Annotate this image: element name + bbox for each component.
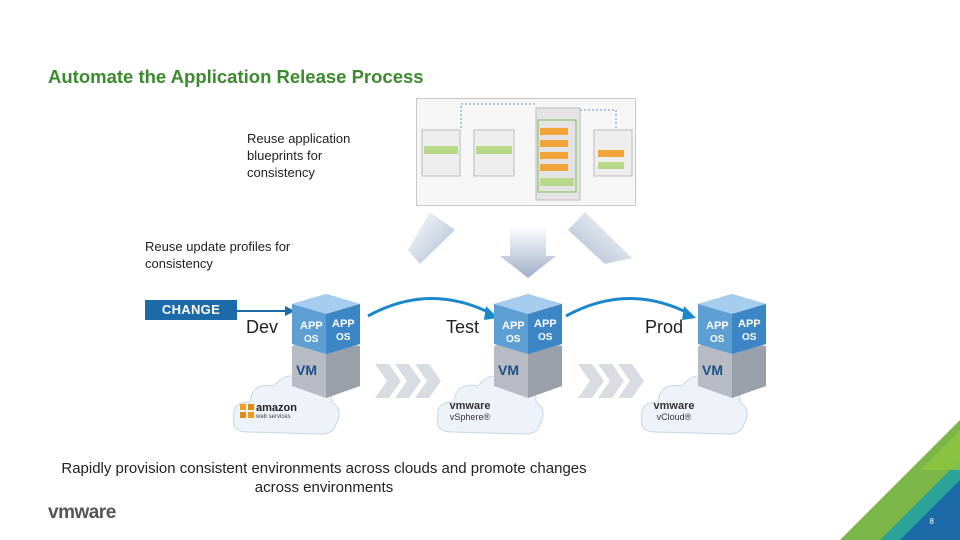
corner-blue-triangle — [900, 480, 960, 540]
stack-app-label: APP — [738, 318, 761, 330]
blueprint-node-2 — [473, 129, 515, 177]
stack-app-label: APP — [706, 320, 729, 332]
chevron-band-1 — [375, 364, 441, 398]
corner-light-triangle — [920, 430, 960, 470]
stack-app-label: APP — [332, 318, 355, 330]
vsphere-product-text: vSphere® — [449, 412, 491, 422]
env-label-dev: Dev — [246, 317, 279, 337]
stack-prod: APP APP OS OS VM — [692, 290, 772, 400]
arrow-to-prod — [568, 212, 632, 264]
stack-os-label: OS — [304, 334, 319, 345]
amazon-sub-text: web services — [256, 414, 291, 420]
stack-os-label: OS — [710, 334, 725, 345]
blueprint-node-3 — [535, 107, 581, 201]
amazon-cubes-icon — [240, 404, 254, 418]
slide-title: Automate the Application Release Process — [48, 66, 424, 87]
vsphere-logo: vmware vSphere® — [440, 400, 500, 422]
stack-vm-label: VM — [296, 362, 317, 378]
env-label-prod: Prod — [645, 317, 684, 337]
slide-caption: Rapidly provision consistent environment… — [61, 460, 587, 496]
note-blueprints: Reuse application blueprints for consist… — [247, 131, 351, 180]
page-number: 8 — [929, 517, 934, 526]
promote-dev-test-arrow — [367, 297, 493, 318]
stack-os-label: OS — [336, 332, 351, 343]
vmware-brand-text: vmware — [653, 400, 695, 412]
arrow-to-test — [500, 226, 556, 278]
stack-app-label: APP — [502, 320, 525, 332]
amazon-brand-text: amazon — [256, 402, 297, 414]
distribution-arrows — [408, 212, 632, 278]
arrow-to-dev — [408, 212, 455, 264]
corner-decoration — [840, 420, 960, 540]
stack-vm-label: VM — [498, 362, 519, 378]
blueprint-node-4 — [593, 129, 633, 177]
stack-vm-label: VM — [702, 362, 723, 378]
promote-test-prod-arrow — [565, 297, 691, 318]
stack-test: APP APP OS OS VM — [488, 290, 568, 400]
change-button[interactable]: CHANGE — [145, 300, 237, 320]
chevron-band-2 — [578, 364, 644, 398]
stack-dev: APP APP OS OS VM — [286, 290, 366, 400]
vcloud-logo: vmware vCloud® — [644, 400, 704, 422]
note-profiles: Reuse update profiles for consistency — [145, 239, 291, 271]
stack-os-label: OS — [742, 332, 757, 343]
stack-os-label: OS — [506, 334, 521, 345]
stack-os-label: OS — [538, 332, 553, 343]
promotion-arrows — [367, 297, 696, 320]
vmware-brand-text: vmware — [449, 400, 491, 412]
vcloud-product-text: vCloud® — [656, 412, 692, 422]
amazon-logo: amazon web services — [238, 400, 298, 424]
blueprint-node-1 — [421, 129, 461, 177]
change-arrow — [237, 306, 295, 316]
blueprint-diagram — [416, 98, 636, 206]
vmware-logo: vmware — [48, 502, 116, 523]
env-label-test: Test — [446, 317, 480, 337]
stack-app-label: APP — [534, 318, 557, 330]
stack-app-label: APP — [300, 320, 323, 332]
